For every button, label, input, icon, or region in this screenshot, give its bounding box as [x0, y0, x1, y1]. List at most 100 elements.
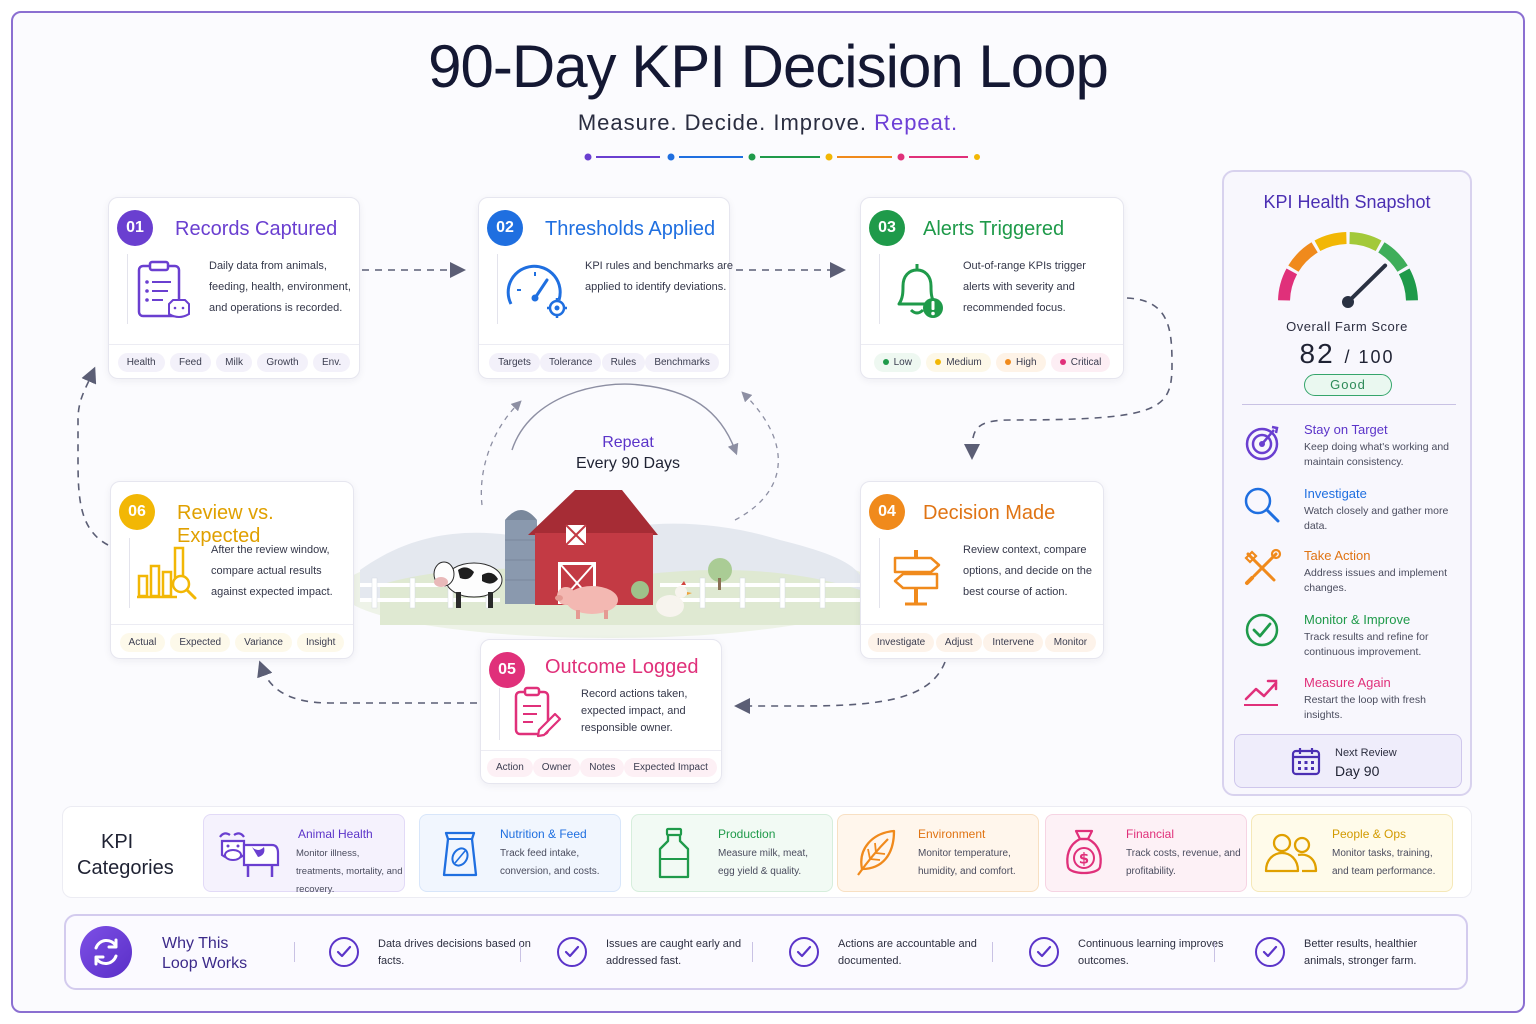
step-tags: Investigate Adjust Intervene Monitor — [861, 624, 1103, 660]
tag[interactable]: Env. — [312, 353, 351, 372]
gauge-gear-icon — [506, 264, 567, 318]
repeat-cycle-label: Repeat Every 90 Days — [548, 432, 708, 474]
kpi-health-snapshot-panel: KPI Health Snapshot Overall Farm Score 8… — [1222, 170, 1472, 796]
category-desc: Measure milk, meat, egg yield & quality. — [718, 848, 809, 877]
tag[interactable]: Actual — [119, 633, 166, 652]
refresh-loop-icon — [94, 938, 118, 966]
step-card-02[interactable]: 02 Thresholds Applied KPI rules and benc… — [478, 197, 733, 379]
cow-icon — [219, 832, 280, 877]
category-title: People & Ops — [1332, 827, 1407, 841]
money-bag-icon: $ — [1066, 829, 1102, 875]
tag-label: Medium — [946, 357, 982, 368]
tag[interactable]: Targets — [489, 353, 540, 372]
snapshot-item-measure-again[interactable]: Measure Again Restart the loop with fres… — [1242, 675, 1462, 729]
step-card-05[interactable]: 05 Outcome Logged Record actions taken, … — [480, 639, 722, 784]
next-review-day: Day 90 — [1335, 763, 1380, 779]
arrow-03-to-04 — [964, 297, 1173, 460]
category-card-production[interactable]: Production Measure milk, meat, egg yield… — [631, 814, 833, 892]
snapshot-item-take-action[interactable]: Take Action Address issues and implement… — [1242, 548, 1462, 602]
category-card-people-ops[interactable]: People & Ops Monitor tasks, training, an… — [1251, 814, 1453, 892]
tag-label: High — [1015, 357, 1037, 368]
kpi-categories-title-line1: KPI — [101, 831, 134, 853]
snapshot-item-title: Investigate — [1304, 486, 1367, 501]
tag[interactable]: Feed — [169, 353, 211, 372]
people-icon — [1264, 833, 1318, 873]
step-description: Daily data from animals, feeding, health… — [209, 260, 351, 314]
why-item-text: Continuous learning improves outcomes. — [1078, 938, 1224, 967]
step-description: KPI rules and benchmarks are applied to … — [585, 260, 733, 293]
gauge-hub — [1342, 296, 1354, 308]
snapshot-item-monitor-improve[interactable]: Monitor & Improve Track results and refi… — [1242, 612, 1462, 666]
category-card-animal-health[interactable]: Animal Health Monitor illness, treatment… — [203, 814, 405, 895]
snapshot-item-investigate[interactable]: Investigate Watch closely and gather mor… — [1242, 486, 1462, 540]
tag[interactable]: Variance — [235, 633, 292, 652]
step-description: Review context, compare options, and dec… — [963, 544, 1093, 598]
tag[interactable]: Action — [487, 758, 533, 777]
kpi-categories-strip: KPI Categories Animal Health Monitor ill… — [62, 806, 1472, 898]
snapshot-item-desc: Keep doing what's working and maintain c… — [1304, 441, 1450, 468]
snapshot-item-desc: Address issues and implement changes. — [1304, 567, 1447, 594]
tag[interactable]: Notes — [580, 758, 625, 777]
severity-tag-high[interactable]: High — [995, 353, 1046, 372]
step-description: Out-of-range KPIs trigger alerts with se… — [963, 260, 1086, 314]
tag[interactable]: Rules — [601, 353, 646, 372]
tag-label: Low — [893, 357, 912, 368]
step-number-badge: 06 — [119, 494, 155, 530]
why-item-text: Data drives decisions based on facts. — [378, 938, 531, 967]
why-title-line2: Loop Works — [162, 955, 248, 972]
check-circle-icon — [1245, 613, 1279, 647]
check-circle-icon — [1029, 937, 1059, 967]
why-this-loop-works-panel: Why This Loop Works Data drives decision… — [64, 914, 1468, 990]
tag[interactable]: Benchmarks — [645, 353, 719, 372]
gauge-needle — [1346, 263, 1388, 304]
tag[interactable]: Expected — [170, 633, 231, 652]
step-card-04[interactable]: 04 Decision Made Review context, compare… — [860, 481, 1104, 659]
step-tags: Health Feed Milk Growth Env. — [109, 344, 359, 380]
next-review-button[interactable]: Next Review Day 90 — [1234, 734, 1462, 788]
severity-tag-low[interactable]: Low — [873, 353, 921, 372]
tag[interactable]: Insight — [296, 633, 345, 652]
tag[interactable]: Health — [117, 353, 165, 372]
step-title: Outcome Logged — [545, 656, 699, 678]
gauge-arcs — [1278, 232, 1418, 301]
tag[interactable]: Tolerance — [540, 353, 602, 372]
tag[interactable]: Owner — [532, 758, 581, 777]
check-circle-icon — [557, 937, 587, 967]
step-card-06[interactable]: 06 Review vs. Expected After the review … — [110, 481, 354, 659]
tag[interactable]: Expected Impact — [624, 758, 717, 777]
repeat-label-line1: Repeat — [602, 434, 654, 451]
gauge-segment — [1314, 232, 1347, 252]
page-subtitle: Measure. Decide. Improve. Repeat. — [0, 110, 1536, 136]
category-title: Animal Health — [298, 827, 373, 841]
tag[interactable]: Growth — [257, 353, 308, 372]
severity-dot — [935, 359, 942, 366]
tag[interactable]: Adjust — [935, 633, 982, 652]
tag[interactable]: Investigate — [867, 633, 935, 652]
snapshot-item-stay-on-target[interactable]: Stay on Target Keep doing what's working… — [1242, 422, 1462, 476]
category-card-environment[interactable]: Environment Monitor temperature, humidit… — [837, 814, 1039, 892]
why-item: Data drives decisions based on facts. — [328, 932, 548, 976]
category-card-nutrition-feed[interactable]: Nutrition & Feed Track feed intake, conv… — [419, 814, 621, 892]
category-card-financial[interactable]: $ Financial Track costs, revenue, and pr… — [1045, 814, 1247, 892]
subtitle-accent: Repeat. — [874, 110, 959, 135]
tag[interactable]: Milk — [216, 353, 252, 372]
step-title: Review vs. Expected — [177, 502, 274, 547]
next-review-label: Next Review — [1335, 747, 1397, 759]
step-card-01[interactable]: 01 Records Captured Daily data from anim… — [108, 197, 360, 379]
repeat-label-line2: Every 90 Days — [575, 455, 681, 472]
tag[interactable]: Monitor — [1044, 633, 1097, 652]
farm-illustration — [340, 490, 880, 638]
step-card-03[interactable]: 03 Alerts Triggered Out-of-range KPIs tr… — [860, 197, 1124, 379]
category-desc: Track costs, revenue, and profitability. — [1126, 848, 1241, 877]
snapshot-item-desc: Track results and refine for continuous … — [1304, 631, 1429, 658]
why-item-text: Better results, healthier animals, stron… — [1304, 938, 1418, 967]
calendar-icon — [1291, 748, 1321, 776]
severity-tag-critical[interactable]: Critical — [1050, 353, 1111, 372]
category-desc: Monitor tasks, training, and team perfor… — [1332, 848, 1436, 877]
feed-bag-icon — [442, 831, 478, 877]
severity-tag-medium[interactable]: Medium — [926, 353, 991, 372]
step-number-badge: 05 — [489, 652, 525, 688]
tag[interactable]: Intervene — [983, 633, 1044, 652]
severity-dot — [882, 359, 889, 366]
check-circle-icon — [1255, 937, 1285, 967]
